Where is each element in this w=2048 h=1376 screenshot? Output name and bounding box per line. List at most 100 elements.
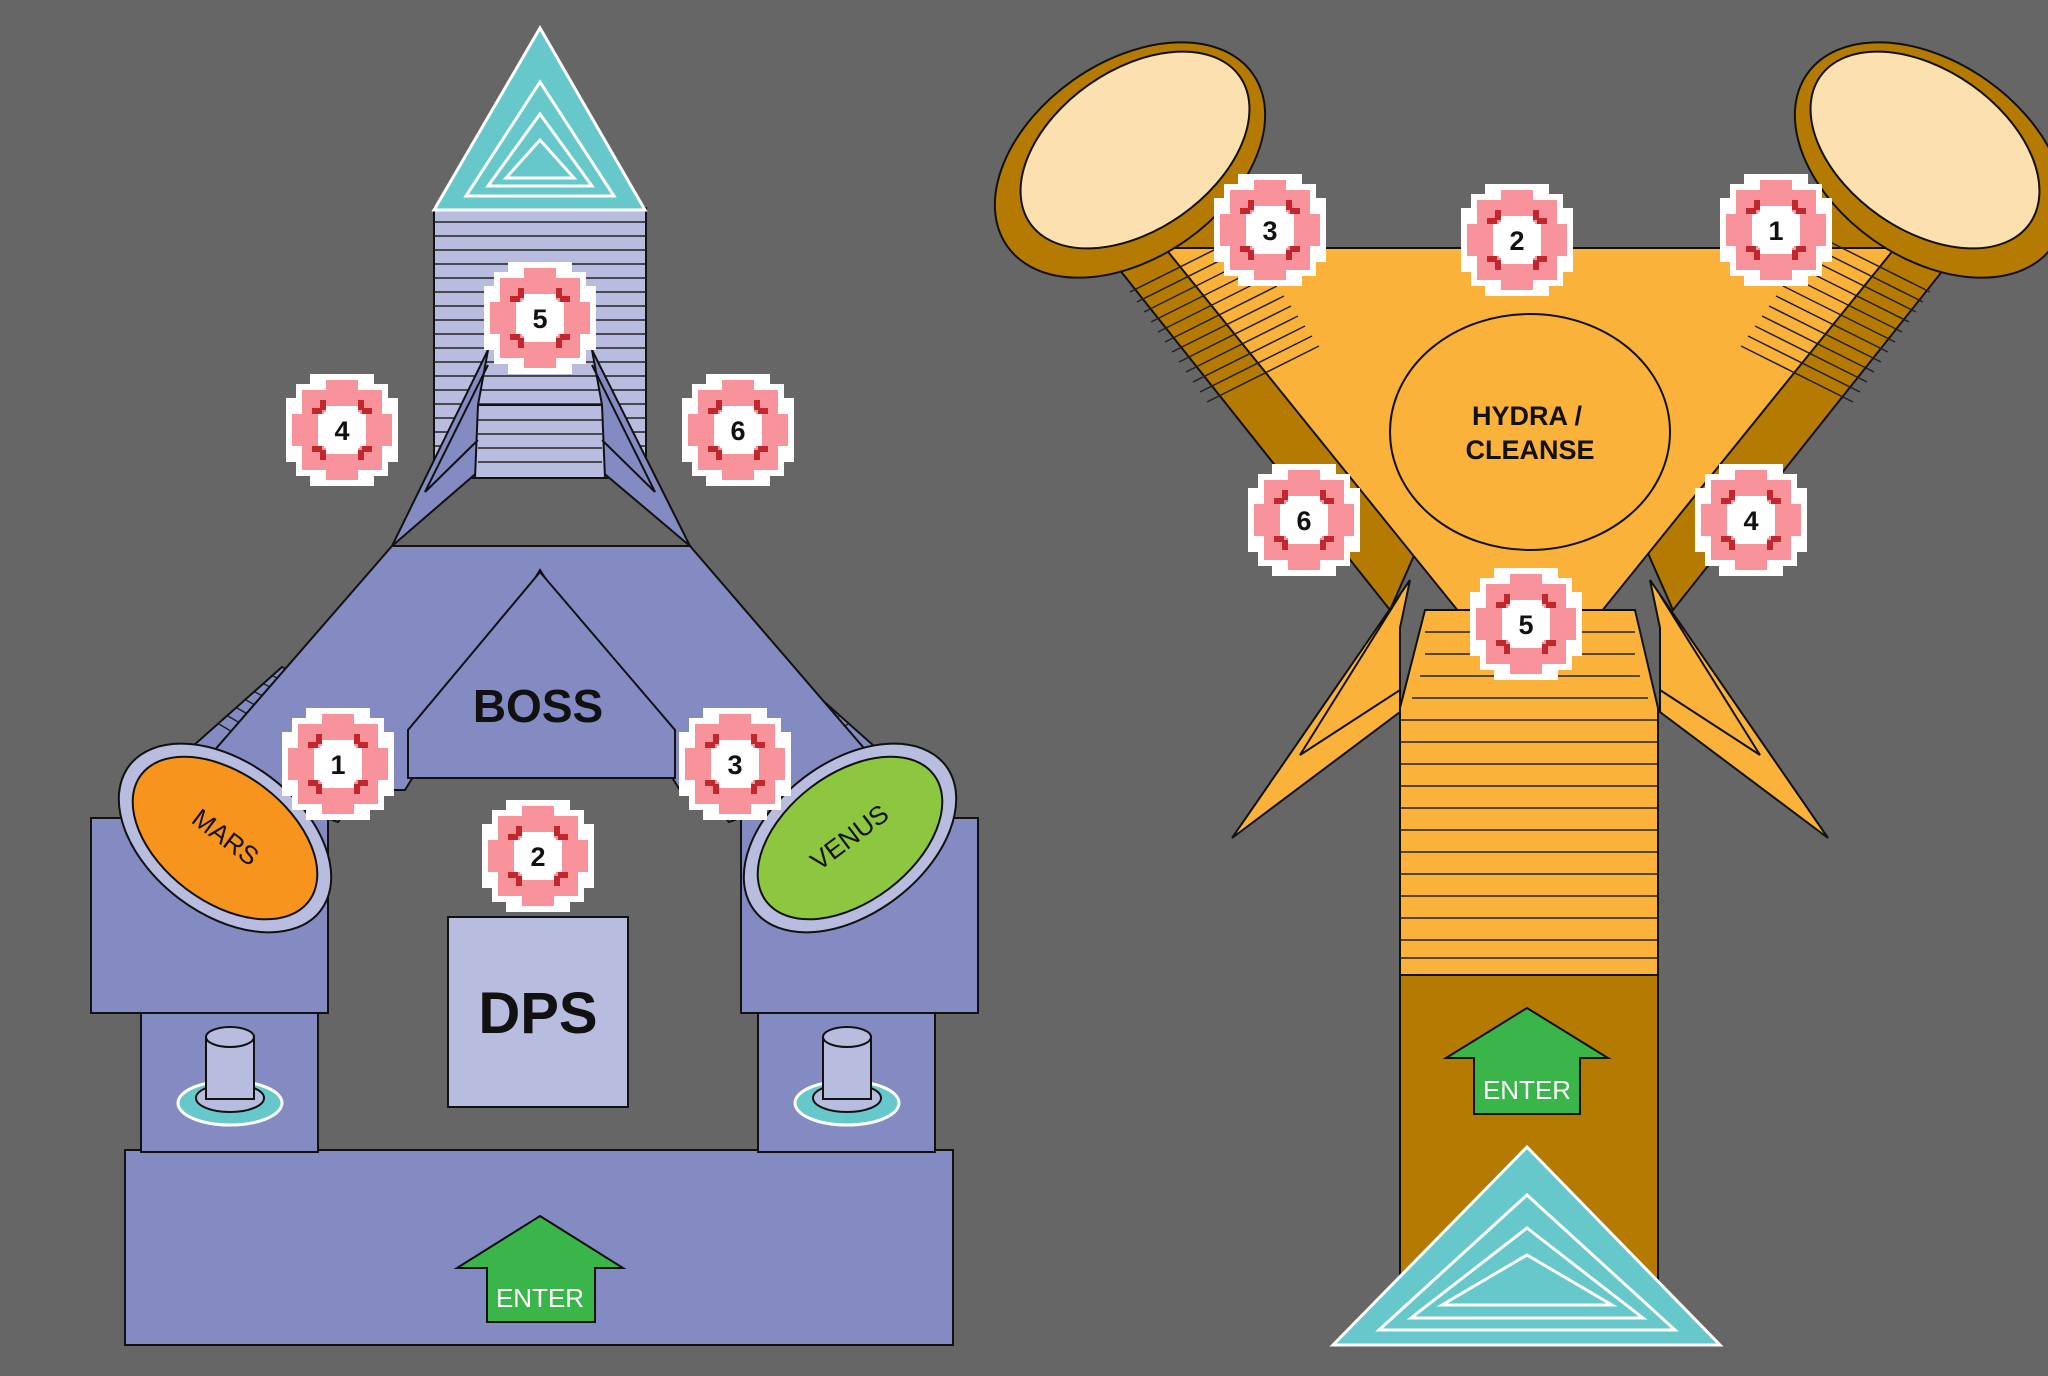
- left-enter-arrow-icon: [453, 1214, 627, 1323]
- marker-block: [1729, 540, 1735, 550]
- marker-block: [1760, 180, 1792, 206]
- right-portal-ring-1: [1375, 1192, 1679, 1332]
- marker-block: [708, 408, 718, 414]
- marker-block: [1286, 200, 1292, 210]
- marker-icon: 5: [1470, 568, 1582, 680]
- marker-block: [324, 412, 360, 448]
- marker-block: [1248, 250, 1254, 260]
- marker-block: [1792, 200, 1798, 210]
- left-east-pillar: [793, 1026, 901, 1127]
- left-north-neck: [473, 404, 607, 479]
- marker-block: [1274, 498, 1284, 504]
- marker-block: [708, 446, 718, 452]
- right-east-wing: [1649, 579, 1829, 839]
- marker-block: [560, 296, 570, 302]
- marker-block: [1721, 536, 1731, 542]
- marker-block: [1290, 246, 1300, 252]
- marker-block: [1240, 208, 1250, 214]
- marker-block: [1504, 644, 1510, 654]
- marker-block: [326, 454, 358, 480]
- hydra-label-line1: HYDRA /: [1472, 401, 1583, 431]
- marker-block: [1487, 256, 1497, 262]
- marker-block: [558, 872, 568, 878]
- marker-block: [1546, 640, 1556, 646]
- left-north-neck-lines: [478, 419, 602, 463]
- marker-block: [354, 784, 360, 794]
- marker-block: [1508, 606, 1544, 642]
- marker-block: [1288, 470, 1320, 496]
- marker-block: [1254, 180, 1286, 206]
- marker-block: [722, 380, 754, 406]
- marker-block: [518, 288, 524, 298]
- marker-block: [564, 302, 590, 334]
- marker-block: [762, 414, 788, 446]
- marker-block: [1282, 540, 1288, 550]
- marker-label: 1: [1768, 216, 1783, 246]
- marker-block: [1324, 498, 1334, 504]
- marker-block: [1254, 504, 1280, 536]
- marker-block: [488, 840, 514, 872]
- marker-block: [1495, 260, 1501, 270]
- left-portal-ring-3: [502, 137, 578, 180]
- venus-platform: VENUS: [742, 742, 958, 934]
- marker-block: [490, 302, 516, 334]
- right-east-bowl: [1793, 41, 2048, 279]
- right-west-bowl: [993, 41, 1267, 279]
- marker-icon: 3: [679, 708, 791, 820]
- right-east-arm-stripes: [1740, 235, 1931, 403]
- marker-block: [1274, 536, 1284, 542]
- marker-block: [1746, 208, 1756, 214]
- marker-block: [1220, 214, 1246, 246]
- marker-block: [508, 834, 518, 840]
- marker-block: [719, 714, 751, 740]
- marker-block: [1504, 594, 1510, 604]
- marker-block: [1767, 540, 1773, 550]
- left-north-east-arm-inner: [591, 364, 656, 493]
- right-portal-ring-2: [1406, 1226, 1648, 1320]
- marker-block: [522, 300, 558, 336]
- marker-block: [1537, 256, 1547, 262]
- marker-block: [1320, 540, 1326, 550]
- marker-block: [558, 834, 568, 840]
- marker-block: [516, 826, 522, 836]
- left-portal-outer: [431, 25, 648, 212]
- marker-block: [1290, 208, 1300, 214]
- marker-block: [508, 872, 518, 878]
- marker-block: [720, 412, 756, 448]
- marker-icon: 4: [1695, 464, 1807, 576]
- marker-block: [320, 746, 356, 782]
- marker-block: [556, 338, 562, 348]
- marker-block: [1324, 536, 1334, 542]
- marker-label: 1: [330, 750, 345, 780]
- right-west-wing-inner: [1299, 594, 1401, 756]
- mars-platform: MARS: [117, 742, 333, 934]
- marker-block: [1328, 504, 1354, 536]
- marker-label: 2: [1509, 226, 1524, 256]
- marker-block: [1754, 200, 1760, 210]
- marker-icon: 6: [682, 374, 794, 486]
- right-stairs: [1399, 609, 1659, 976]
- marker-icon: 3: [1214, 174, 1326, 286]
- marker-block: [522, 880, 554, 906]
- marker-block: [1796, 208, 1806, 214]
- marker-block: [1771, 498, 1781, 504]
- marker-block: [755, 742, 765, 748]
- marker-block: [358, 780, 368, 786]
- marker-icon: 5: [484, 262, 596, 374]
- marker-block: [1467, 224, 1493, 256]
- marker-block: [554, 876, 560, 886]
- marker-block: [1733, 502, 1769, 538]
- marker-block: [1550, 608, 1576, 640]
- marker-block: [1767, 490, 1773, 500]
- marker-block: [1496, 640, 1506, 646]
- marker-block: [713, 784, 719, 794]
- marker-block: [510, 334, 520, 340]
- marker-block: [1760, 254, 1792, 280]
- marker-block: [1286, 502, 1322, 538]
- marker-block: [316, 784, 322, 794]
- marker-block: [1792, 250, 1798, 260]
- marker-label: 2: [530, 842, 545, 872]
- left-portal-ring-1: [463, 79, 617, 198]
- marker-block: [1533, 260, 1539, 270]
- marker-label: 6: [730, 416, 745, 446]
